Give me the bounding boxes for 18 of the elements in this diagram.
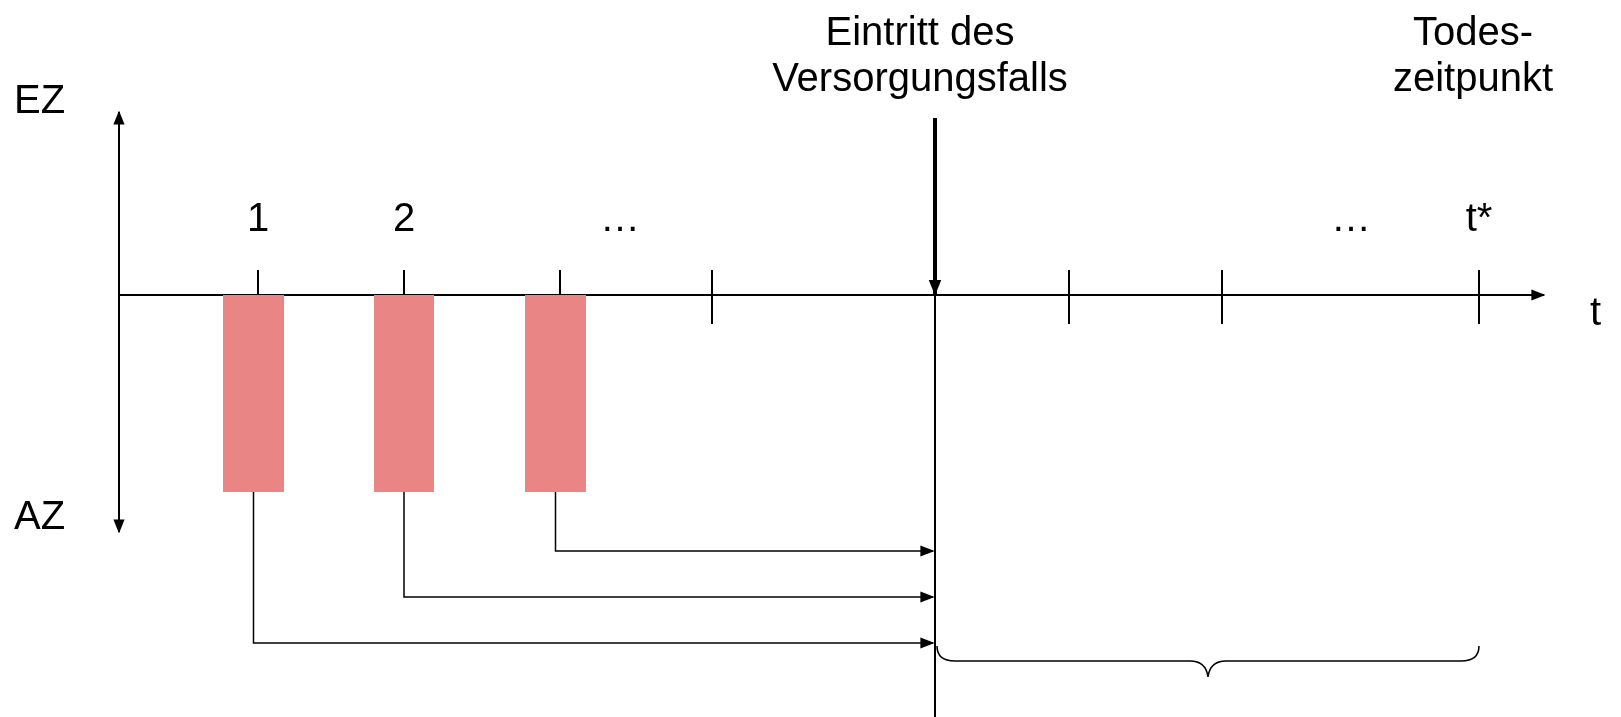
tick-label: 1 <box>245 194 271 240</box>
ellipsis: … <box>599 194 641 240</box>
contribution-bar <box>223 295 284 492</box>
axis-label: t <box>1590 288 1603 334</box>
contribution-bar <box>525 295 586 492</box>
axis-label: EZ <box>14 76 67 122</box>
tick-label: t* <box>1464 194 1494 240</box>
axis-label: AZ <box>14 492 67 538</box>
arrow <box>554 491 935 557</box>
ellipsis: … <box>1330 194 1372 240</box>
event-label: Eintritt des Versorgungsfalls <box>700 8 1140 100</box>
tick-label: 2 <box>391 194 417 240</box>
event-line <box>934 295 936 717</box>
arrow <box>403 491 935 603</box>
contribution-bar <box>374 295 434 492</box>
arrow <box>252 491 935 649</box>
arrow <box>928 118 942 296</box>
time-label: Todes- zeitpunkt <box>1391 8 1555 100</box>
